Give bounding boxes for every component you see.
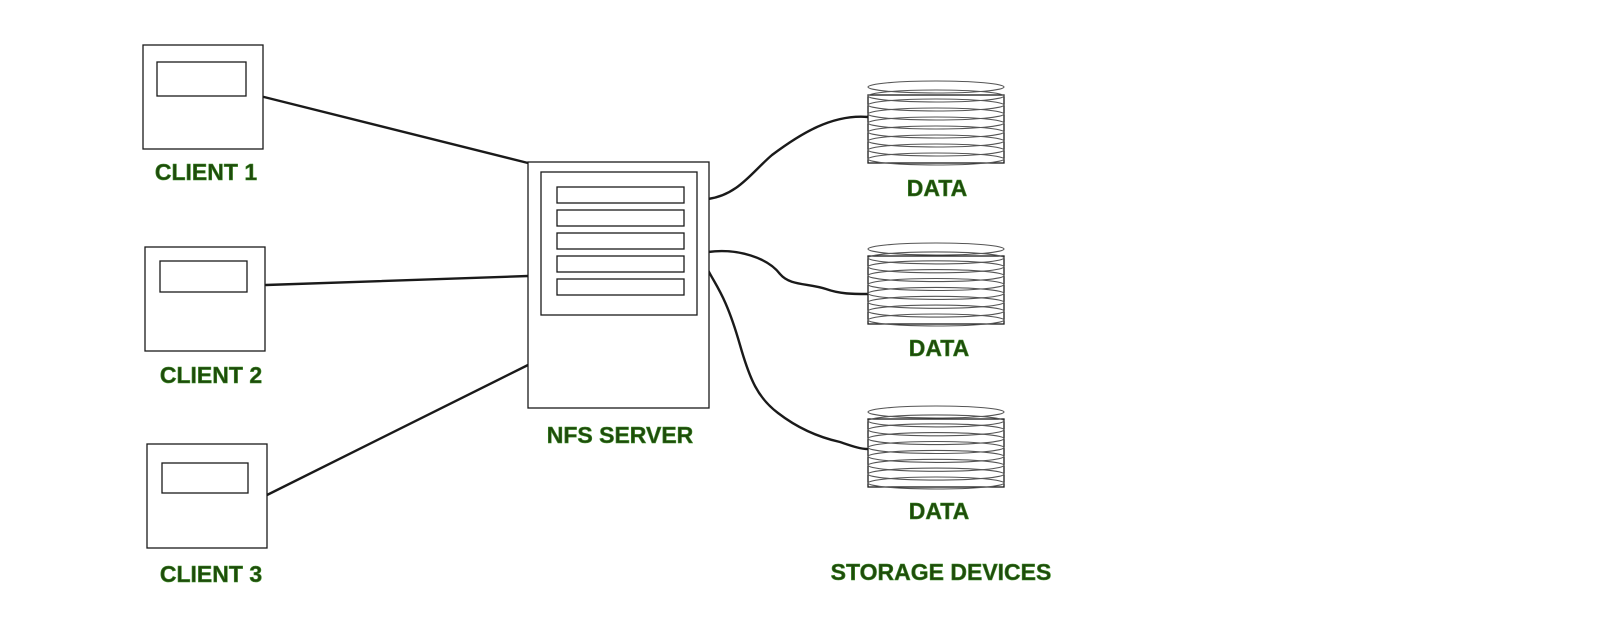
disk-platter-2-1 [867, 242, 1005, 256]
link-server-data-3 [706, 268, 870, 451]
client-1-computer-icon [142, 44, 264, 150]
disk-platter-3-9 [867, 476, 1005, 490]
server-label: NFS SERVER [547, 422, 694, 448]
disk-platter-1-3 [867, 98, 1005, 112]
disk-platter-3-5 [867, 440, 1005, 455]
link-client-2-server [264, 274, 530, 287]
client-3-computer-icon [146, 443, 268, 549]
link-client-3-server [265, 363, 530, 497]
disk-platter-3-8 [867, 467, 1005, 481]
client-2-screen [159, 260, 248, 293]
storage-devices-label: STORAGE DEVICES [831, 559, 1052, 585]
disk-platter-2-2 [867, 251, 1005, 265]
link-server-data-2 [706, 250, 870, 296]
server-drive-bay-4 [556, 255, 685, 273]
disk-platter-2-8 [867, 304, 1005, 318]
storage-device-1: DATA [867, 80, 1005, 201]
disk-platter-1-7 [867, 134, 1005, 148]
server-drive-bay-2 [556, 209, 685, 227]
client-1-label: CLIENT 1 [155, 159, 257, 185]
disk-platter-1-5 [867, 116, 1005, 130]
storage-device-2: DATA [867, 242, 1005, 361]
disk-platter-3-4 [867, 432, 1005, 446]
disk-platter-3-6 [867, 449, 1005, 463]
client-3-screen [161, 462, 249, 494]
disk-platter-2-3 [867, 260, 1005, 274]
client-2-label: CLIENT 2 [160, 362, 262, 388]
data-2-label: DATA [909, 335, 969, 361]
disk-platter-2-4 [867, 269, 1005, 283]
client-3: CLIENT 3 [146, 443, 268, 587]
disk-platter-3-7 [867, 458, 1005, 472]
data-3-label: DATA [909, 498, 969, 524]
disk-platter-3-1 [867, 405, 1005, 419]
server-drive-bay-5 [556, 278, 685, 296]
disk-platter-1-9 [867, 152, 1005, 166]
client-connections [262, 95, 530, 497]
disk-platter-3-2 [867, 414, 1005, 428]
client-2: CLIENT 2 [144, 246, 266, 388]
disk-platter-1-8 [867, 143, 1005, 157]
disk-platter-3-3 [867, 423, 1005, 437]
nfs-server: NFS SERVER [527, 161, 710, 448]
server-drive-bay-1 [556, 186, 685, 204]
disk-platter-2-5 [867, 277, 1005, 292]
client-1-screen [156, 61, 247, 97]
disk-platter-2-7 [867, 295, 1005, 309]
storage-devices: DATA DATA DATA STORAGE DEVICES [830, 80, 1052, 585]
disk-platter-1-6 [867, 125, 1005, 139]
data-1-label: DATA [907, 175, 967, 201]
link-client-1-server [262, 95, 530, 165]
link-server-data-1 [706, 115, 870, 201]
client-1: CLIENT 1 [142, 44, 264, 185]
disk-platter-1-2 [867, 89, 1005, 103]
disk-platter-1-1 [867, 80, 1005, 94]
disk-platter-2-6 [867, 286, 1005, 300]
storage-connections [706, 115, 870, 451]
server-drive-bay-3 [556, 232, 685, 250]
client-3-label: CLIENT 3 [160, 561, 262, 587]
disk-platter-2-9 [867, 313, 1005, 327]
disk-platter-1-4 [867, 107, 1005, 121]
storage-device-3: DATA [867, 405, 1005, 524]
